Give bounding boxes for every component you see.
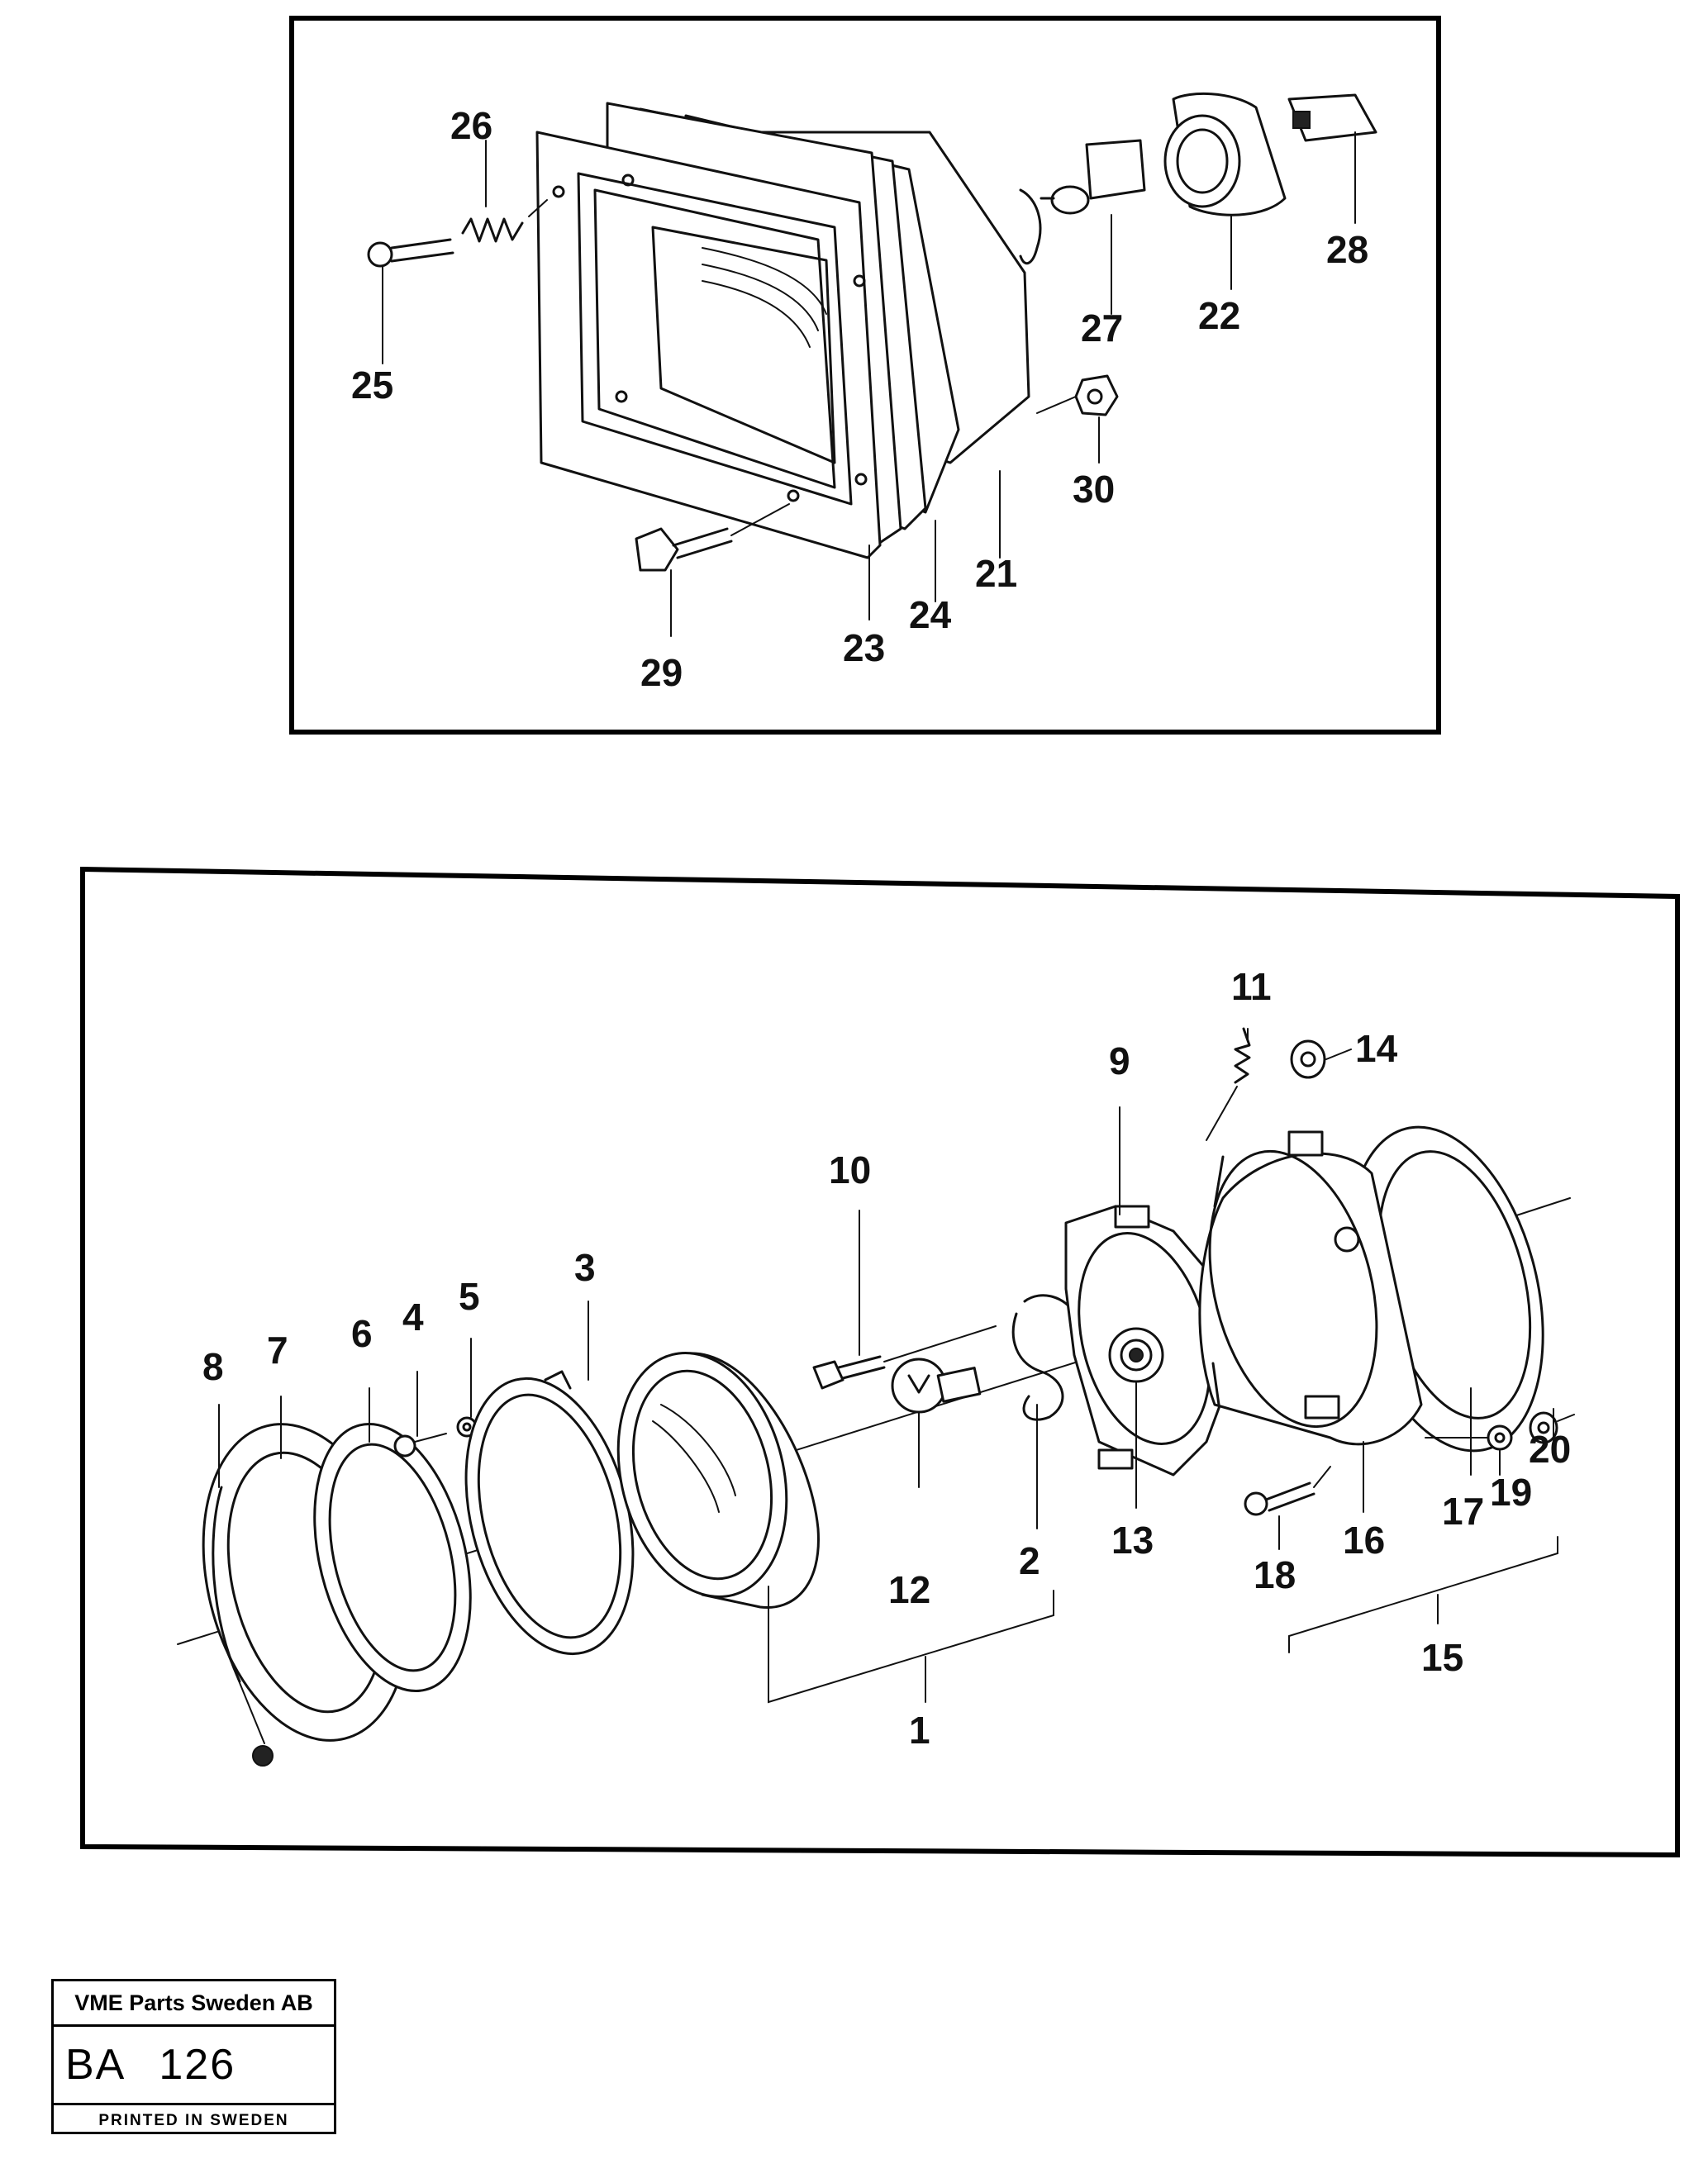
callout-12: 12 xyxy=(888,1568,930,1611)
drawing-code-number: 126 xyxy=(159,2041,236,2089)
callout-11: 11 xyxy=(1231,965,1272,1008)
screw-4-5 xyxy=(393,1416,478,1458)
housing-16 xyxy=(1198,1125,1544,1453)
callout-25: 25 xyxy=(351,364,393,407)
top-panel-frame xyxy=(289,16,1441,735)
callout-7: 7 xyxy=(267,1329,288,1372)
callout-27: 27 xyxy=(1081,307,1123,350)
callout-19: 19 xyxy=(1490,1471,1532,1514)
bulb-12 xyxy=(891,1358,982,1414)
spring-11 xyxy=(1206,1027,1251,1141)
mounting-plate-9 xyxy=(1064,1205,1237,1477)
callout-6: 6 xyxy=(351,1312,373,1355)
bottom-leader-lines xyxy=(218,1028,1558,1704)
lens-reflector xyxy=(616,1352,820,1610)
bottom-panel-frame xyxy=(80,866,1680,1858)
drawing-code-prefix: BA xyxy=(65,2041,126,2089)
callout-16: 16 xyxy=(1343,1519,1385,1562)
bulb-27 xyxy=(1040,139,1146,215)
title-block: VME Parts Sweden AB BA 126 PRINTED IN SW… xyxy=(51,1979,336,2134)
screw-10 xyxy=(812,1325,997,1390)
callout-3: 3 xyxy=(574,1246,596,1289)
callout-20: 20 xyxy=(1529,1428,1571,1471)
drawing-code: BA 126 xyxy=(54,2027,334,2105)
callout-14: 14 xyxy=(1355,1027,1398,1070)
callout-2: 2 xyxy=(1019,1539,1040,1582)
callout-8: 8 xyxy=(202,1345,224,1388)
clip-2 xyxy=(1011,1294,1076,1421)
top-leader-lines xyxy=(382,131,1356,637)
nut-14 xyxy=(1290,1039,1352,1079)
callout-17: 17 xyxy=(1442,1490,1484,1533)
callout-26: 26 xyxy=(450,104,492,147)
callout-15: 15 xyxy=(1421,1636,1463,1679)
callout-4: 4 xyxy=(402,1296,424,1339)
callout-29: 29 xyxy=(640,651,683,694)
callout-1: 1 xyxy=(909,1709,930,1752)
bolt-29 xyxy=(635,503,790,572)
callout-23: 23 xyxy=(843,626,885,669)
callout-30: 30 xyxy=(1073,468,1115,511)
callout-18: 18 xyxy=(1254,1553,1296,1596)
ring-3 xyxy=(464,1370,635,1656)
screw-25-spring-26 xyxy=(367,199,548,268)
callout-24: 24 xyxy=(909,593,952,636)
screw-18 xyxy=(1244,1466,1331,1516)
cap-22 xyxy=(1163,93,1287,216)
rect-lamp-housing xyxy=(535,102,1042,559)
company-name: VME Parts Sweden AB xyxy=(54,1981,334,2027)
printed-in-note: PRINTED IN SWEDEN xyxy=(98,2112,289,2129)
callout-5: 5 xyxy=(459,1275,480,1318)
nuts-19-20 xyxy=(1425,1411,1575,1451)
gasket-6 xyxy=(313,1422,472,1693)
callout-21: 21 xyxy=(975,552,1017,595)
callout-22: 22 xyxy=(1198,294,1240,337)
callout-28: 28 xyxy=(1326,228,1368,271)
bottom-panel: 11 14 9 10 3 5 4 6 7 8 12 2 13 1 18 16 1… xyxy=(80,866,1680,1858)
callout-13: 13 xyxy=(1111,1519,1154,1562)
nut-30 xyxy=(1036,374,1119,416)
connector-28 xyxy=(1287,93,1377,142)
top-panel: 26 25 29 23 24 21 30 27 22 28 xyxy=(289,16,1441,735)
callout-10: 10 xyxy=(829,1148,871,1191)
callout-9: 9 xyxy=(1109,1039,1130,1082)
